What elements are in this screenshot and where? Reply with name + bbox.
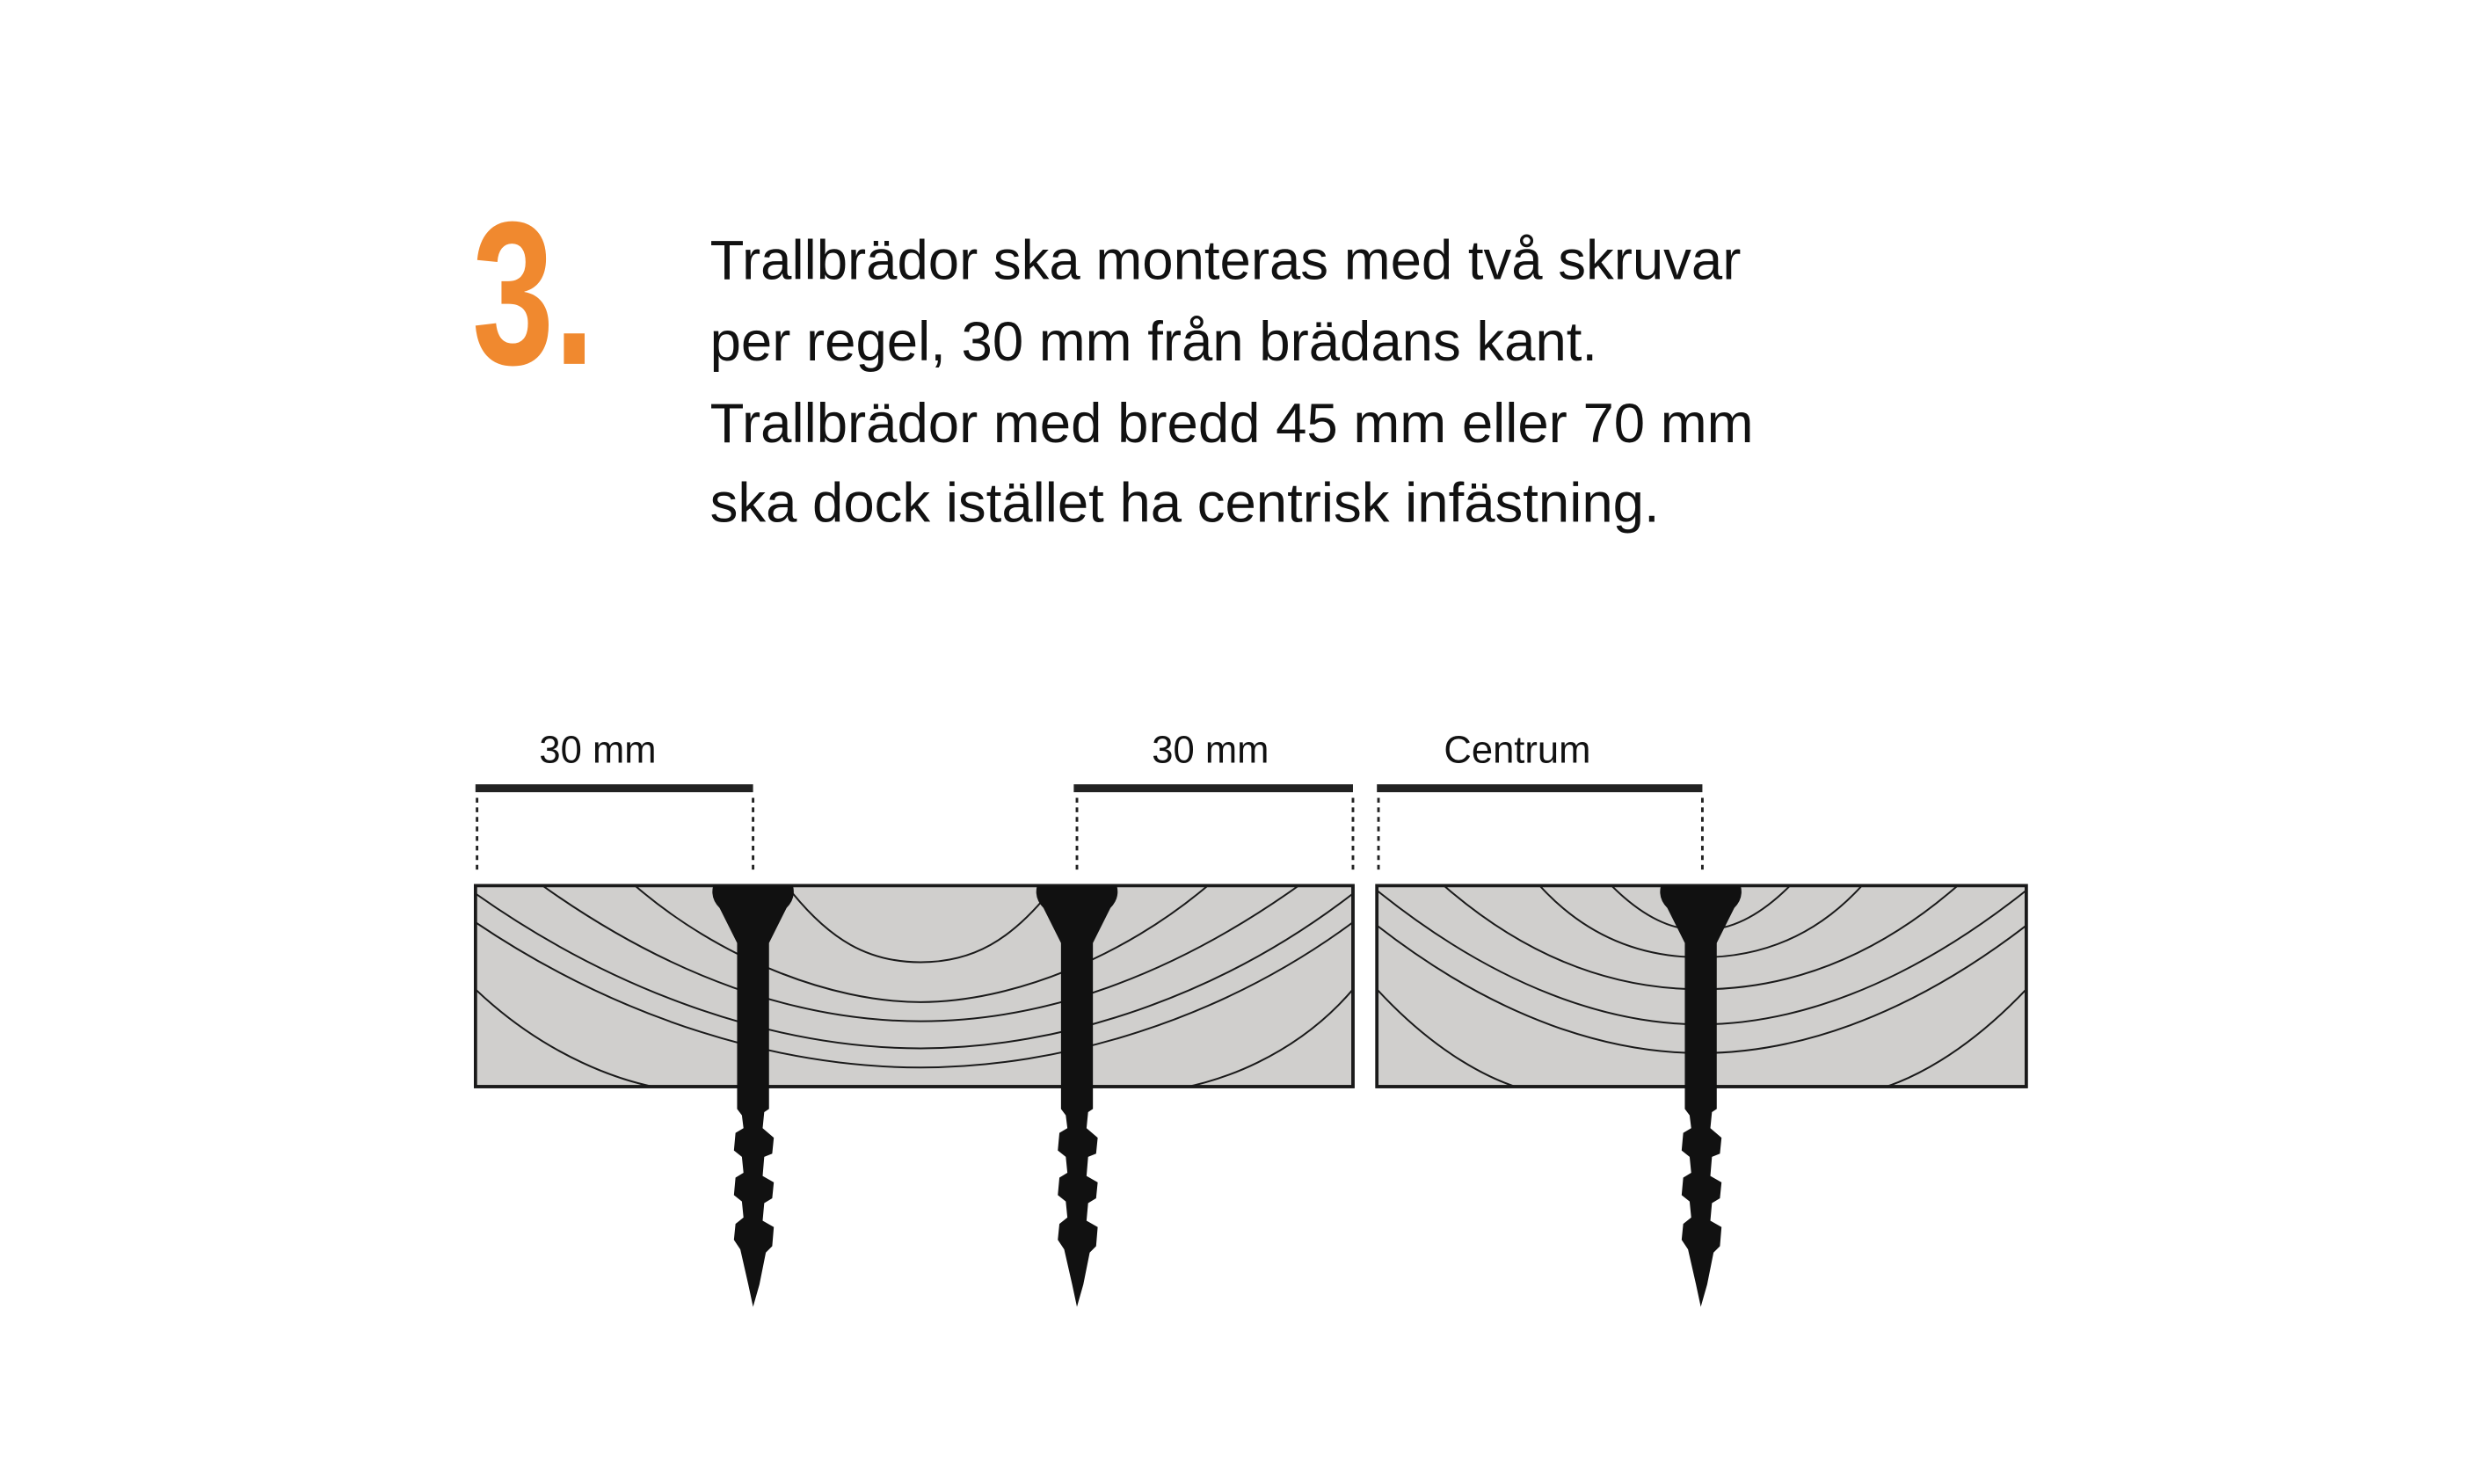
instruction-line: ska dock istället ha centrisk infästning… bbox=[710, 473, 1660, 535]
label-30mm-left: 30 mm bbox=[539, 730, 656, 772]
label-30mm-right: 30 mm bbox=[1152, 730, 1269, 772]
dimension-guides bbox=[476, 797, 1704, 875]
instruction-line: Trallbrädor ska monteras med två skruvar bbox=[710, 230, 1742, 292]
step-number: 3. bbox=[472, 179, 594, 407]
label-centrum: Centrum bbox=[1444, 730, 1590, 772]
deck-board-wide bbox=[474, 884, 1355, 1088]
instruction-line: per regel, 30 mm från brädans kant. bbox=[710, 311, 1597, 373]
instruction-text: Trallbrädor ska monteras med två skruvar… bbox=[710, 230, 1754, 535]
instruction-line: Trallbrädor med bredd 45 mm eller 70 mm bbox=[710, 393, 1754, 455]
